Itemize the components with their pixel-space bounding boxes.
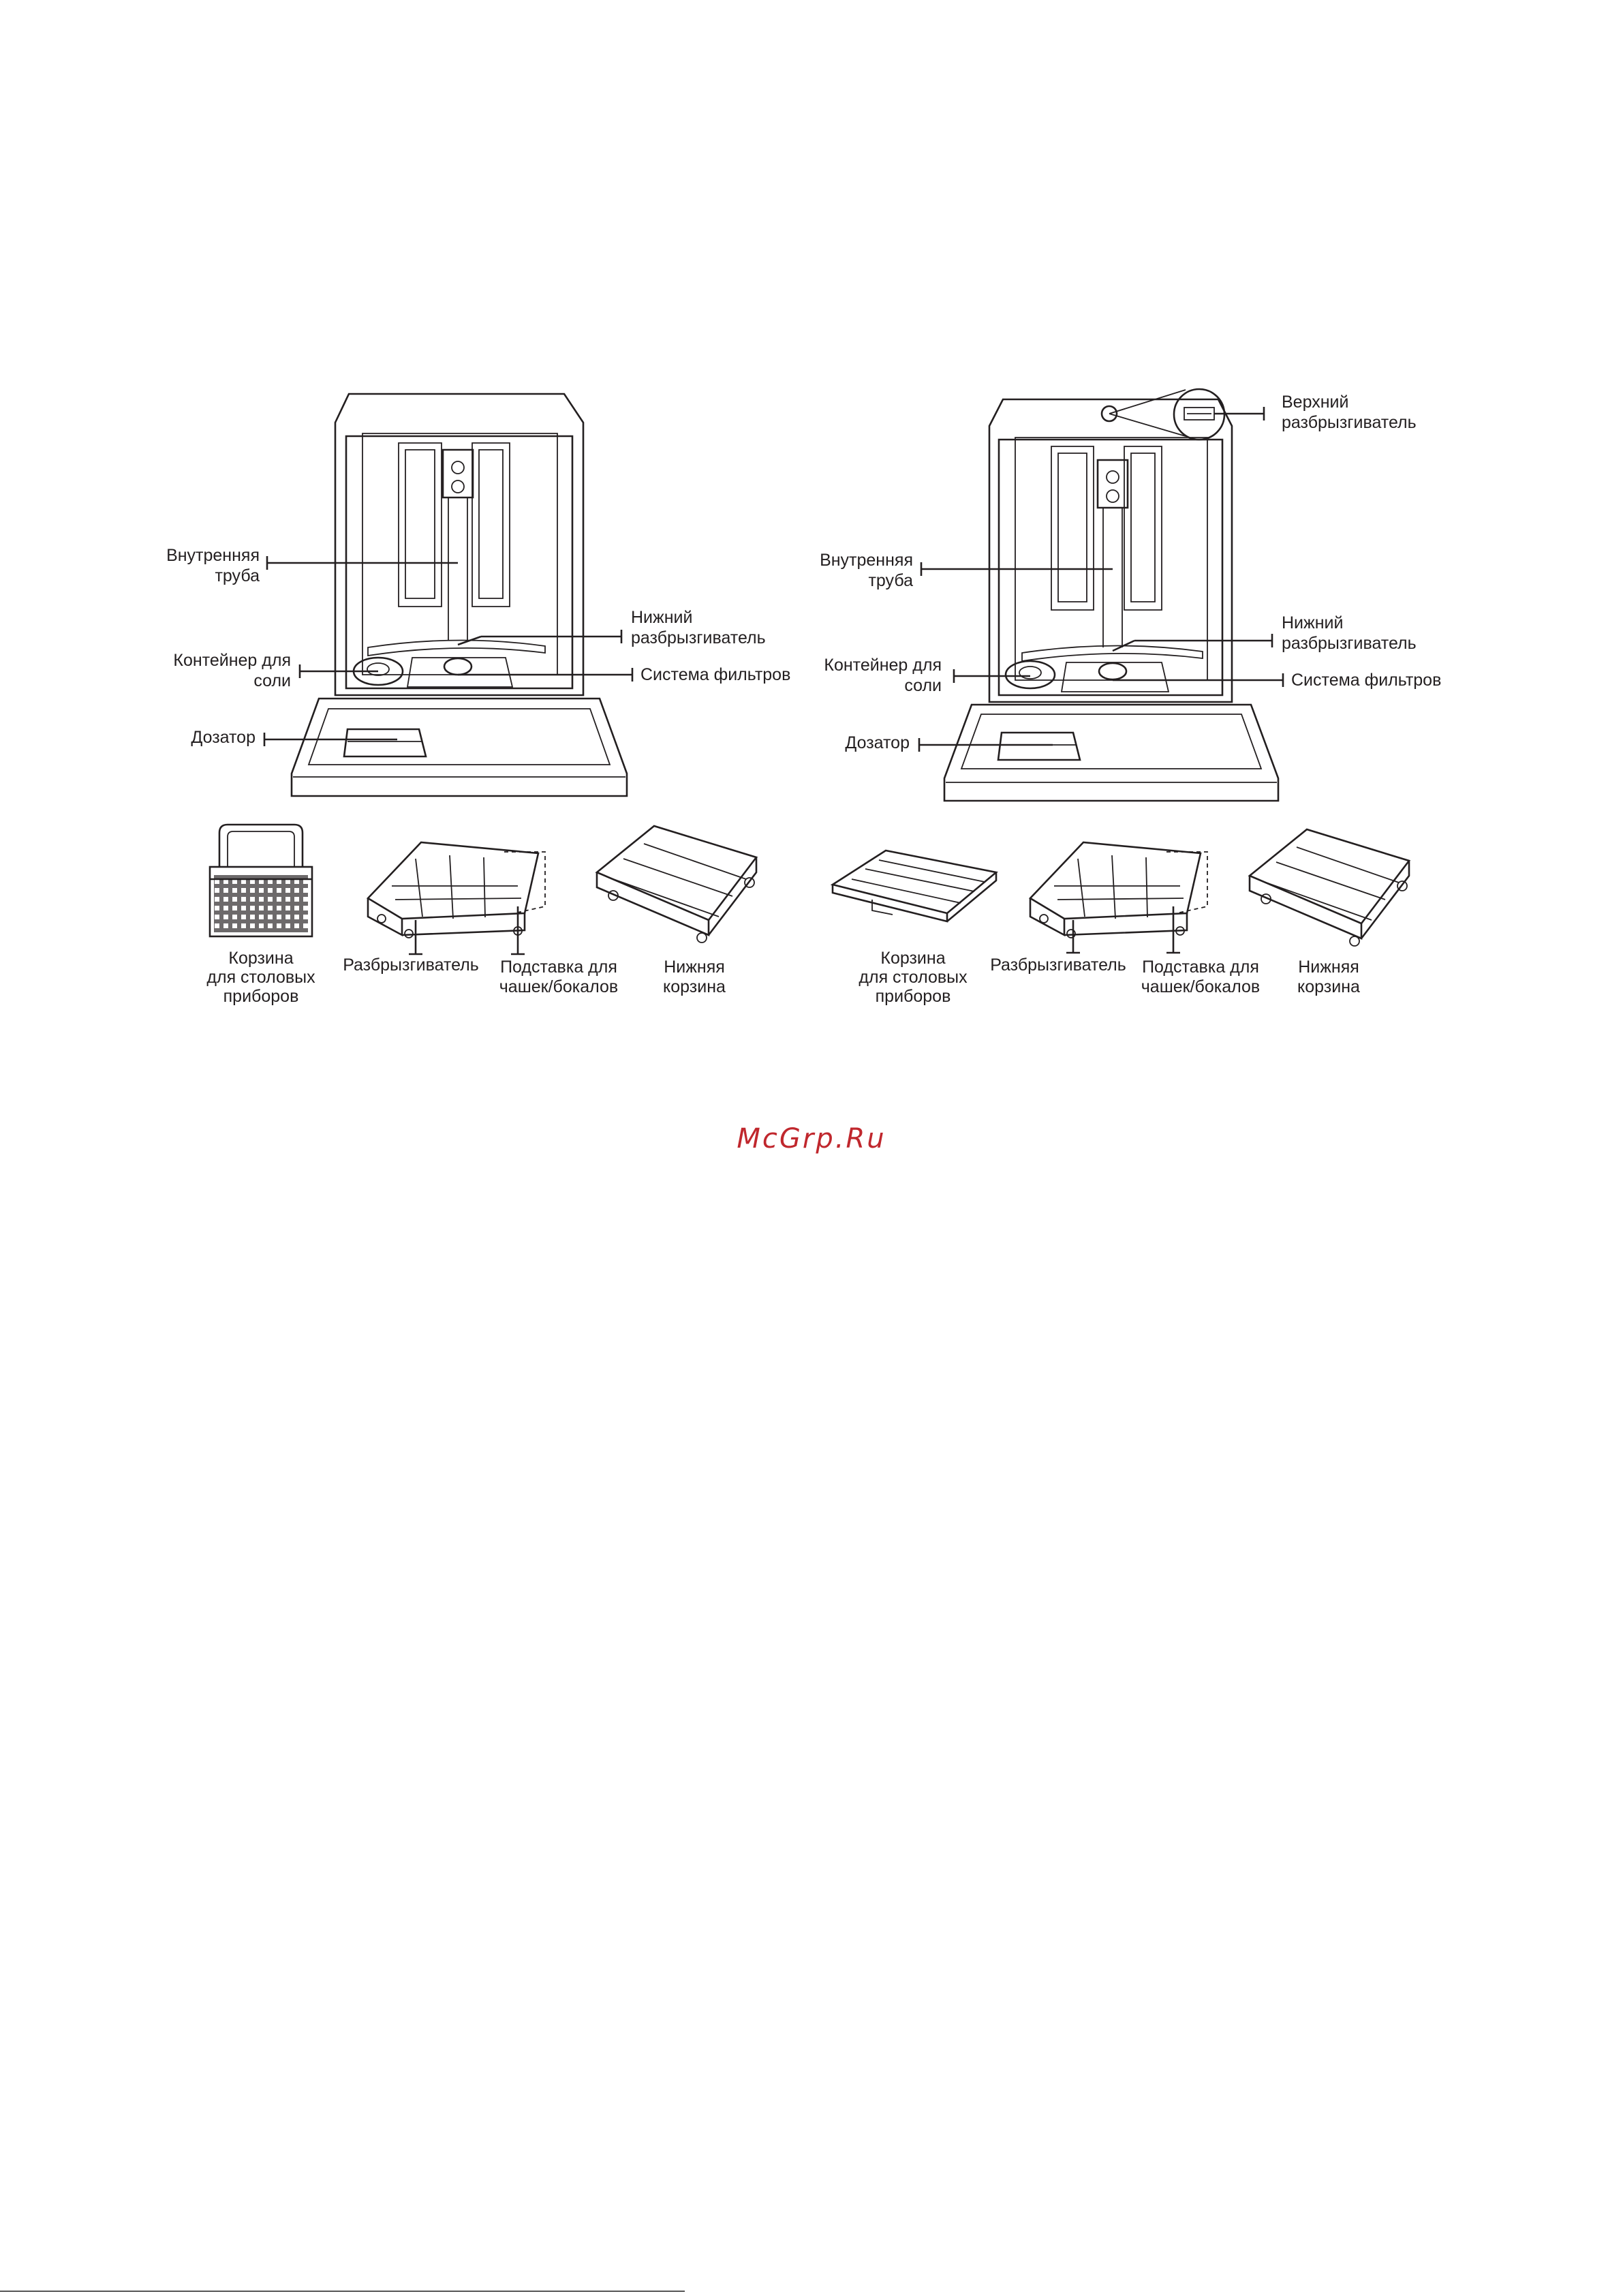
cutlery-basket-left bbox=[208, 823, 313, 938]
label-filter-system-r: Система фильтров bbox=[1291, 671, 1441, 690]
footer-rule bbox=[0, 2291, 685, 2292]
upper-rack-right bbox=[1028, 841, 1208, 938]
cutlery-tray-right bbox=[830, 849, 998, 923]
watermark: McGrp.Ru bbox=[737, 1123, 886, 1154]
label-dispenser-r: Дозатор bbox=[845, 733, 910, 752]
dishwasher-left bbox=[290, 393, 628, 797]
label-sprayer-l: Разбрызгиватель bbox=[343, 955, 479, 975]
door-outline bbox=[943, 703, 1280, 802]
label-sprayer-r: Разбрызгиватель bbox=[990, 955, 1126, 975]
door-outline bbox=[290, 697, 628, 797]
cabinet-outline bbox=[334, 393, 585, 697]
dishwasher-right bbox=[943, 388, 1280, 802]
label-filter-system-l: Система фильтров bbox=[640, 665, 790, 684]
cabinet-outline bbox=[988, 398, 1233, 703]
lower-basket-left bbox=[595, 825, 758, 943]
lower-basket-right bbox=[1248, 828, 1411, 947]
label-dispenser-l: Дозатор bbox=[191, 728, 256, 747]
